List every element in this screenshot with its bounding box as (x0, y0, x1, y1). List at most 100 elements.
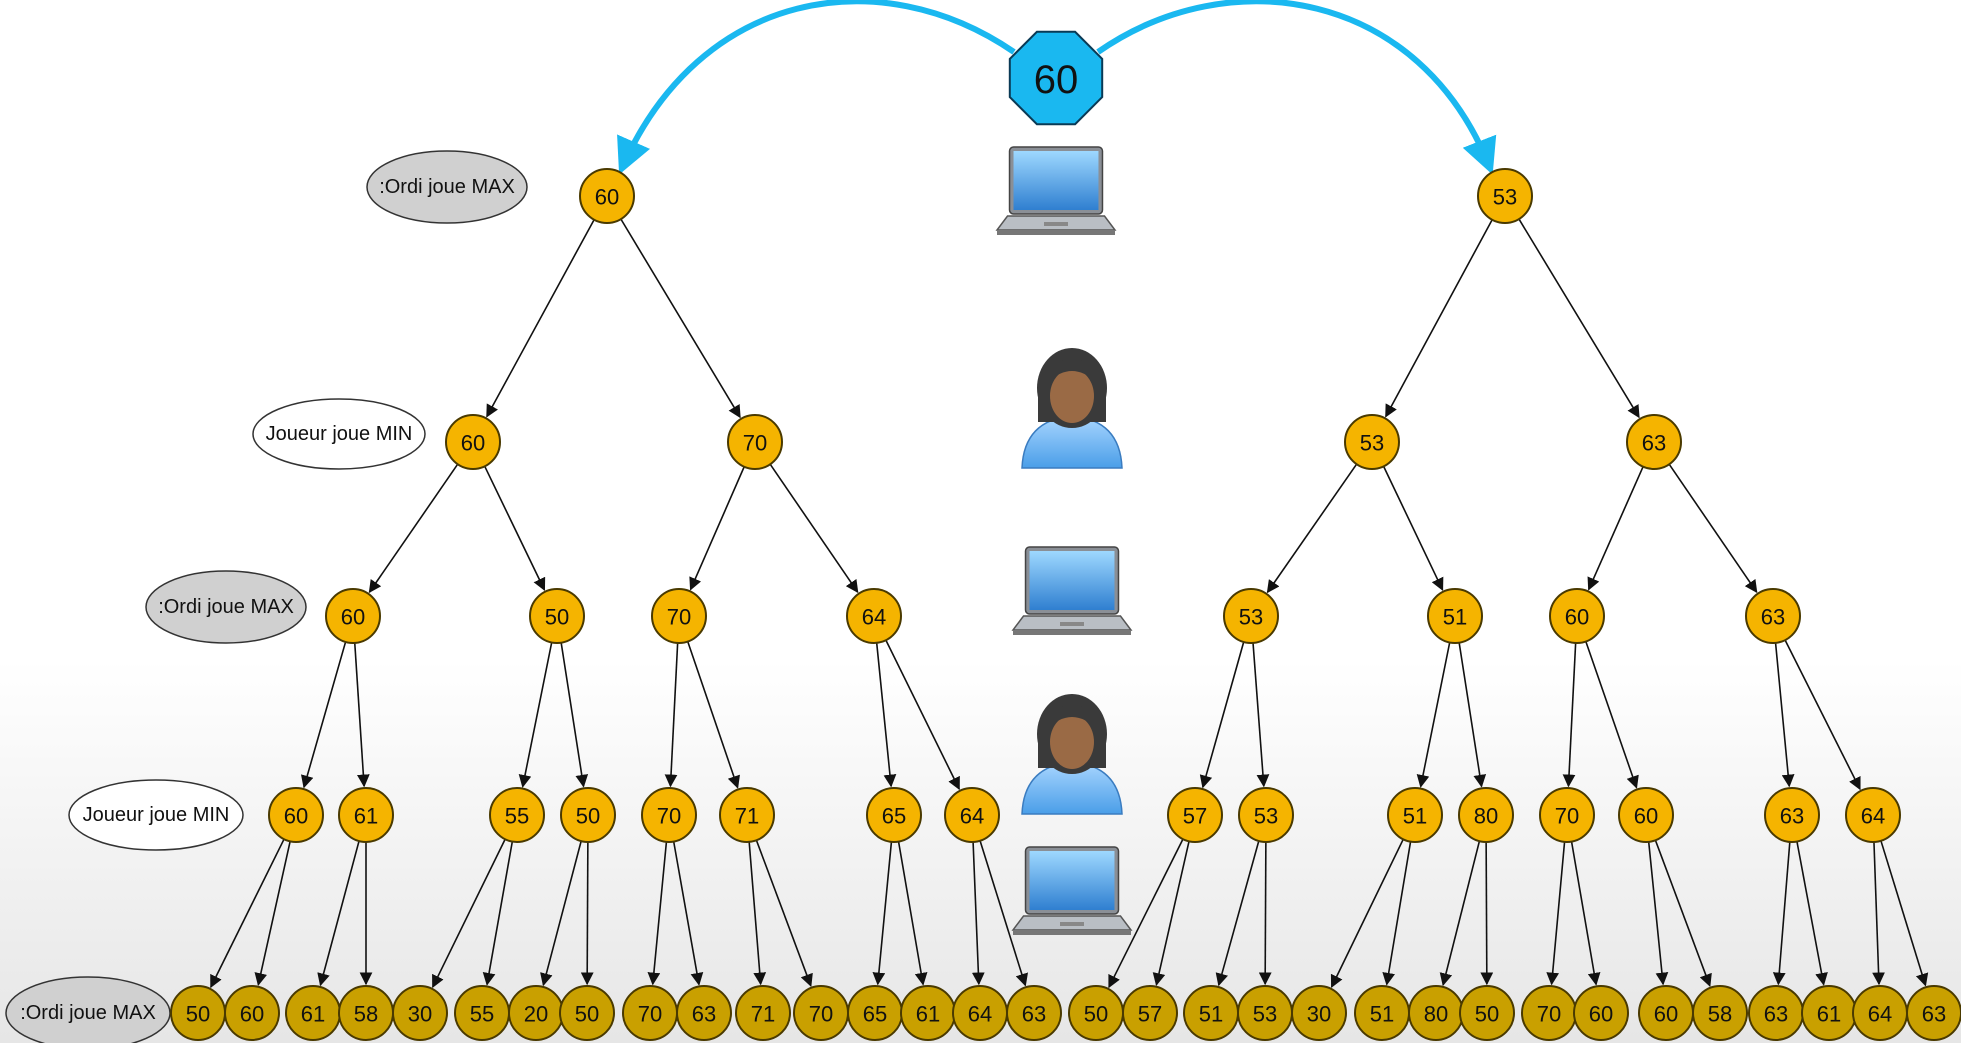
node-value: 70 (667, 605, 691, 630)
tree-edge (1872, 841, 1885, 986)
tree-node: 65 (866, 787, 922, 843)
node-circle (846, 588, 902, 644)
node-value: 20 (524, 1002, 548, 1027)
node-value: 51 (1370, 1002, 1394, 1027)
tree-node: 64 (944, 787, 1000, 843)
tree-edge (1330, 838, 1404, 989)
tree-edge (1668, 463, 1758, 594)
node-circle (445, 414, 501, 470)
tree-edge (1252, 642, 1270, 788)
tree-node: 53 (1344, 414, 1400, 470)
node-circle (735, 985, 791, 1041)
node-circle (1427, 588, 1483, 644)
tree-node: 60 (579, 168, 635, 224)
tree-edge (1199, 641, 1245, 789)
tree-node: 50 (560, 787, 616, 843)
laptop-icon (1011, 846, 1133, 935)
tree-edge (875, 642, 897, 788)
node-circle (1291, 985, 1347, 1041)
node-circle (1539, 787, 1595, 843)
tree-edge (1772, 841, 1791, 986)
tree-edge (769, 463, 859, 594)
tree-node: 80 (1458, 787, 1514, 843)
node-value: 70 (657, 804, 681, 829)
leaf-node: 63 (1006, 985, 1062, 1041)
node-circle (1223, 588, 1279, 644)
leaf-node: 60 (224, 985, 280, 1041)
tree-node: 63 (1626, 414, 1682, 470)
leaf-node: 58 (1692, 985, 1748, 1041)
tree-edge (432, 838, 506, 989)
tree-edge (1546, 841, 1566, 986)
node-value: 53 (1254, 804, 1278, 829)
tree-edge (1108, 838, 1184, 989)
tree-edge (368, 463, 459, 594)
node-value: 71 (751, 1002, 775, 1027)
tree-edge (672, 841, 704, 986)
tree-node: 64 (1845, 787, 1901, 843)
tree-edge (1587, 466, 1644, 591)
tree-edge (540, 840, 582, 987)
tree-node: 70 (1539, 787, 1595, 843)
tree-edge (484, 465, 546, 592)
node-value: 65 (882, 804, 906, 829)
node-value: 61 (354, 804, 378, 829)
tree-edge (1880, 840, 1929, 987)
tree-node: 51 (1387, 787, 1443, 843)
level-label-min: Joueur joue MIN (68, 779, 244, 851)
leaf-node: 50 (170, 985, 226, 1041)
node-value: 60 (240, 1002, 264, 1027)
tree-node: 55 (489, 787, 545, 843)
node-circle (1764, 787, 1820, 843)
tree-node: 61 (338, 787, 394, 843)
node-value: 30 (1307, 1002, 1331, 1027)
node-value: 63 (1022, 1002, 1046, 1027)
laptop-icon (995, 146, 1117, 235)
tree-edge (647, 841, 668, 986)
node-circle (579, 168, 635, 224)
leaf-node: 64 (952, 985, 1008, 1041)
tree-edge (1385, 219, 1493, 418)
node-value: 63 (1764, 1002, 1788, 1027)
node-value: 30 (408, 1002, 432, 1027)
node-value: 51 (1403, 804, 1427, 829)
node-value: 53 (1239, 605, 1263, 630)
node-value: 70 (809, 1002, 833, 1027)
node-value: 55 (505, 804, 529, 829)
node-value: 50 (575, 1002, 599, 1027)
leaf-node: 60 (1638, 985, 1694, 1041)
node-circle (1458, 787, 1514, 843)
node-circle (1167, 787, 1223, 843)
leaf-node: 30 (392, 985, 448, 1041)
tree-node: 60 (268, 787, 324, 843)
node-circle (1745, 588, 1801, 644)
leaf-node: 60 (1573, 985, 1629, 1041)
tree-edge (1570, 841, 1601, 986)
node-value: 70 (1555, 804, 1579, 829)
leaf-node: 70 (793, 985, 849, 1041)
tree-edge (885, 639, 960, 791)
leaf-node: 61 (1801, 985, 1857, 1041)
leaf-node: 80 (1408, 985, 1464, 1041)
node-circle (641, 787, 697, 843)
node-circle (1238, 787, 1294, 843)
leaf-node: 64 (1852, 985, 1908, 1041)
node-value: 64 (862, 605, 886, 630)
tree-edge (518, 642, 553, 788)
root-arrow-right (1096, 0, 1497, 175)
tree-node: 70 (651, 588, 707, 644)
leaf-node: 20 (508, 985, 564, 1041)
tree-node: 60 (445, 414, 501, 470)
node-value: 70 (743, 431, 767, 456)
tree-edge (1458, 642, 1487, 788)
node-value: 60 (1654, 1002, 1678, 1027)
level-label-text: :Ordi joue MAX (158, 596, 294, 618)
tree-edge (1774, 642, 1795, 788)
node-circle (268, 787, 324, 843)
node-value: 64 (960, 804, 984, 829)
tree-node: 50 (529, 588, 585, 644)
node-value: 50 (576, 804, 600, 829)
node-value: 80 (1424, 1002, 1448, 1027)
root-arrow-left (617, 0, 1016, 175)
